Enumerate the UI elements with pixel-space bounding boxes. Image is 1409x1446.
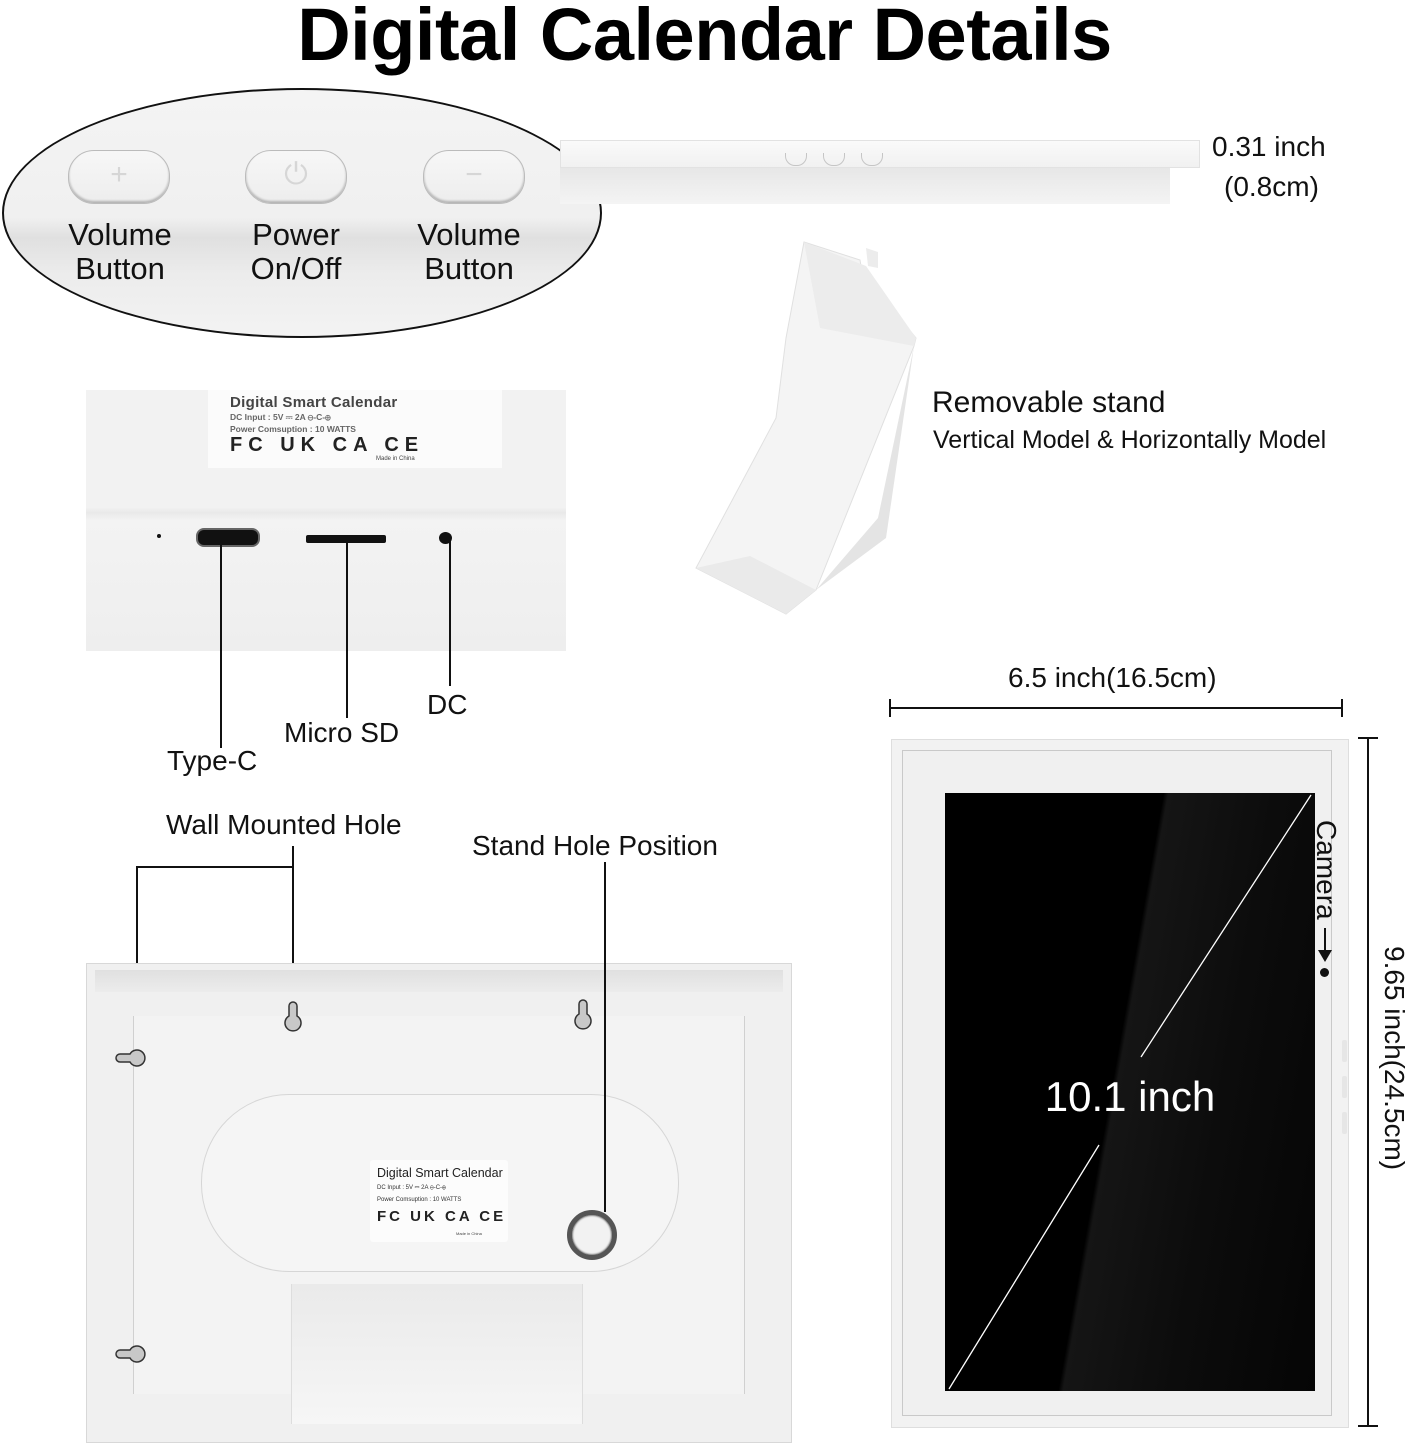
dc-port [439,532,452,544]
micro-sd-label: Micro SD [284,717,400,748]
volume-up-button: + [68,150,170,204]
stand-hole-leader-line [604,862,606,1212]
dc-leader-line [449,540,451,686]
width-dimension-tick [889,699,891,717]
wall-mount-leader-line [292,846,294,992]
camera-arrow-icon [1318,950,1332,962]
edge-button-dot [861,153,883,166]
power-button: ⏻ [245,150,347,204]
thickness-cm-label: (0.8cm) [1224,171,1319,202]
type-c-label: Type-C [167,745,258,776]
keyhole-icon [115,1345,146,1363]
minus-icon: − [465,158,483,191]
volume-down-button: − [423,150,525,204]
keyhole-icon [284,1001,302,1032]
wall-mount-bracket-line [136,866,294,868]
diagonal-line [948,794,1312,1390]
display-screen: 10.1 inch [945,793,1315,1391]
micro-sd-slot [306,535,386,543]
stand-hole-label: Stand Hole Position [472,830,718,861]
height-dimension-label: 9.65 inch(24.5cm) [1379,946,1409,1171]
port-recess [291,1284,583,1424]
dc-label: DC [427,689,468,720]
type-c-port [196,528,260,547]
width-dimension-tick [1341,699,1343,717]
wall-mount-leader-line-left [136,866,138,1032]
side-button [1342,1076,1347,1098]
camera-dot [1320,968,1329,977]
buttons-callout: + ⏻ − Volume Button Power On/Off Volume … [2,88,602,338]
height-dimension-tick [1358,1425,1378,1427]
thickness-inch-label: 0.31 inch [1212,131,1326,162]
camera-label: Camera [1311,820,1342,920]
stand-subtitle: Vertical Model & Horizontally Model [933,426,1327,454]
device-edge-lower [560,166,1170,204]
volume-up-label: Volume Button [68,217,172,286]
stand-illustration [690,238,930,618]
camera-arrow-line [1324,928,1326,960]
back-panel: Digital Smart Calendar DC Input : 5V ⎓ 2… [86,963,792,1443]
wall-mount-label: Wall Mounted Hole [166,809,402,840]
stand-hole-ring [567,1210,617,1260]
product-label: Digital Smart Calendar DC Input : 5V ⎓ 2… [208,390,502,468]
diagonal-size-label: 10.1 inch [1044,1073,1216,1120]
reset-pinhole [157,534,161,538]
keyhole-icon [115,1049,146,1067]
width-dimension-line [890,707,1343,709]
front-panel: 10.1 inch [891,739,1349,1428]
stand-title: Removable stand [932,386,1166,419]
plus-icon: + [110,158,128,191]
edge-button-dot [785,153,807,166]
back-product-label: Digital Smart Calendar DC Input : 5V ⎓ 2… [370,1160,508,1242]
height-dimension-tick [1358,737,1378,739]
side-button [1342,1040,1347,1062]
micro-sd-leader-line [346,540,348,718]
power-icon: ⏻ [284,158,308,191]
type-c-leader-line [220,535,222,748]
certification-marks: FC UK CA CE [230,434,425,456]
keyhole-icon [574,999,592,1030]
width-dimension-label: 6.5 inch(16.5cm) [1008,662,1217,693]
page-title: Digital Calendar Details [297,0,1112,76]
height-dimension-line [1367,738,1369,1426]
volume-down-label: Volume Button [417,217,521,286]
side-button [1342,1112,1347,1134]
power-label: Power On/Off [250,217,342,286]
certification-marks: FC UK CA CE [377,1208,507,1225]
ports-photo: Digital Smart Calendar DC Input : 5V ⎓ 2… [86,390,566,651]
device-top-edge [560,140,1200,168]
edge-button-dot [823,153,845,166]
